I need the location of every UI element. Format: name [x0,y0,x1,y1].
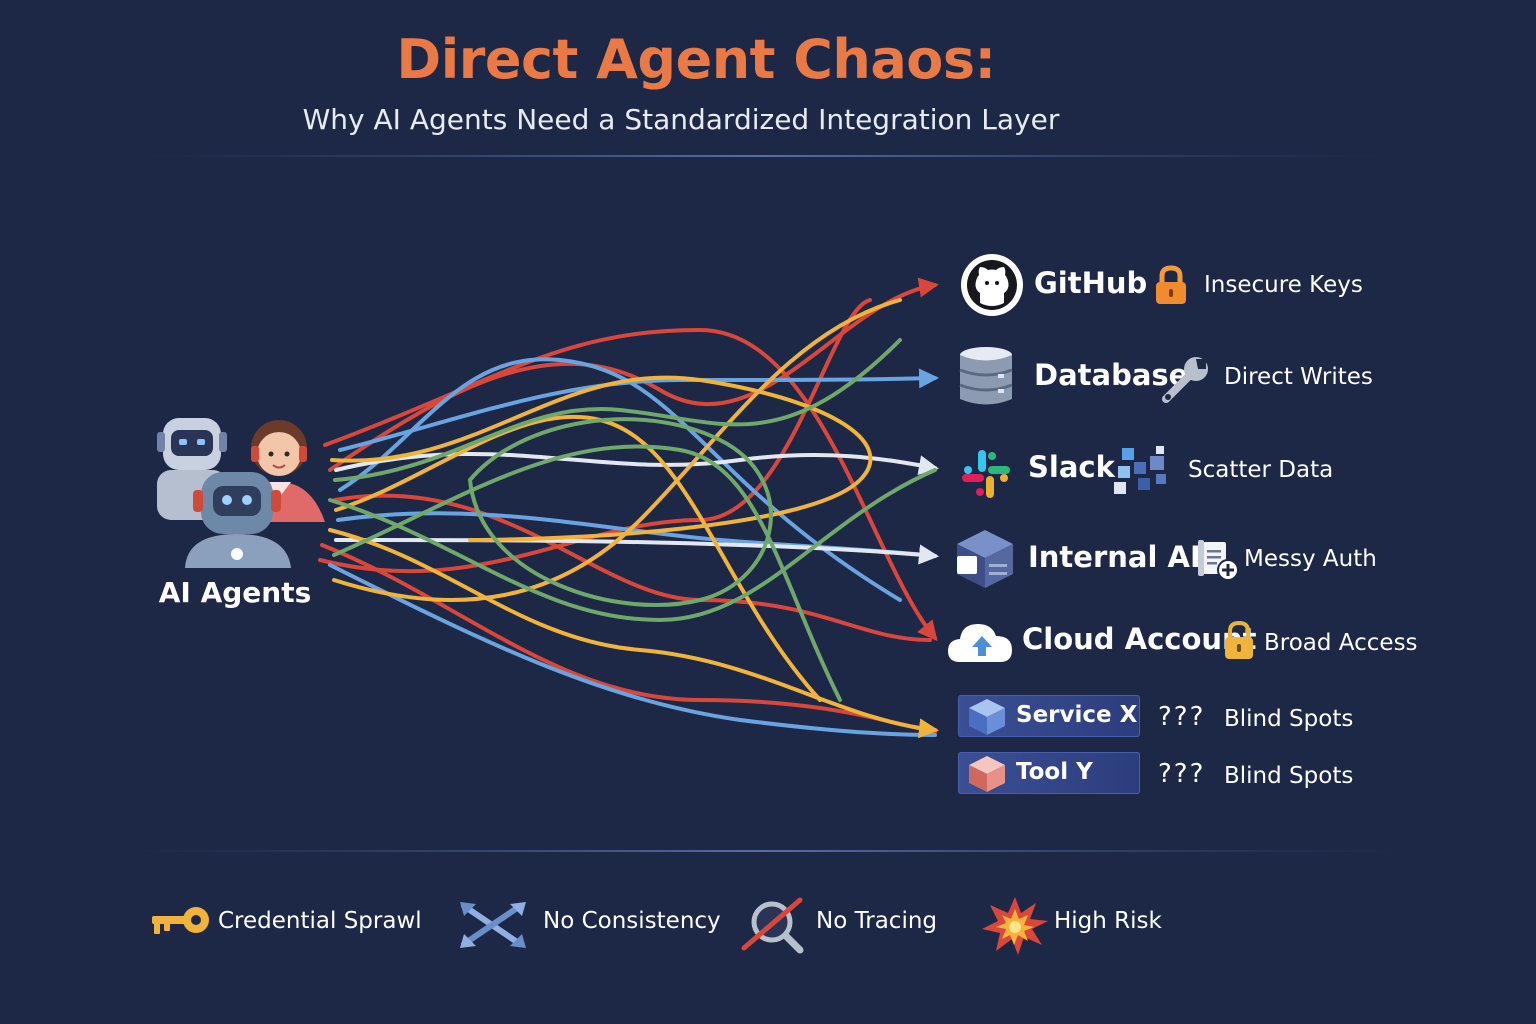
padlock-icon [1225,620,1253,659]
document-plus-icon [1198,540,1239,581]
footer-divider [130,850,1400,852]
connection-line [332,444,842,702]
target-internal-api-name: Internal API [1028,540,1223,574]
service-box-icon [969,699,1005,735]
unknown-marker: ??? [1158,702,1206,732]
footer-no-consistency: No Consistency [543,908,721,934]
header-divider [140,155,1385,157]
footer-high-risk: High Risk [1054,908,1162,934]
key-icon [152,907,209,934]
issue-broad-access: Broad Access [1264,630,1418,656]
issue-direct-writes: Direct Writes [1224,364,1373,390]
connection-lines [318,277,939,739]
ai-agents-label: AI Agents [158,576,312,609]
connection-line [332,298,902,602]
connection-line [468,417,773,607]
connection-line [333,493,932,642]
issue-messy-auth: Messy Auth [1244,546,1377,572]
slack-icon [962,450,1010,498]
page-subtitle: Why AI Agents Need a Standardized Integr… [302,103,1060,136]
internal-api-icon [957,530,1013,588]
target-cloud-account-name: Cloud Account [1022,622,1257,656]
target-github-name: GitHub [1034,266,1148,300]
target-service-x-name: Service X [1016,702,1138,728]
no-tracing-icon [741,897,804,954]
footer-no-tracing: No Tracing [816,908,938,934]
connection-line [328,528,939,739]
service-x-badge: Service X [958,695,1140,737]
cloud-upload-icon [948,624,1012,662]
wrench-icon [1162,357,1208,403]
target-database-name: Database [1034,358,1189,392]
footer-credential-sprawl: Credential Sprawl [218,908,422,934]
connection-line [328,563,937,737]
connection-line [338,357,902,602]
github-icon [961,254,1023,316]
issue-scatter-data: Scatter Data [1188,457,1334,483]
tool-y-badge: Tool Y [958,752,1140,794]
database-icon [959,347,1013,405]
target-slack-name: Slack [1028,450,1115,484]
explosion-icon [982,897,1048,955]
connection-line [334,538,939,565]
issue-insecure-keys: Insecure Keys [1204,272,1363,298]
page-title: Direct Agent Chaos: [396,28,996,91]
target-tool-y-name: Tool Y [1016,759,1093,785]
scattered-blocks-icon [1114,446,1166,494]
connection-line [333,338,902,482]
padlock-icon [1156,265,1186,304]
connection-line [330,375,873,542]
connection-line [328,468,937,623]
tool-box-icon [969,756,1005,792]
connection-line [318,298,872,574]
ai-agents-group-icon [157,418,325,568]
issue-blind-spots: Blind Spots [1224,706,1354,732]
crossed-arrows-icon [460,902,526,948]
issue-blind-spots: Blind Spots [1224,763,1354,789]
unknown-marker: ??? [1158,759,1206,789]
